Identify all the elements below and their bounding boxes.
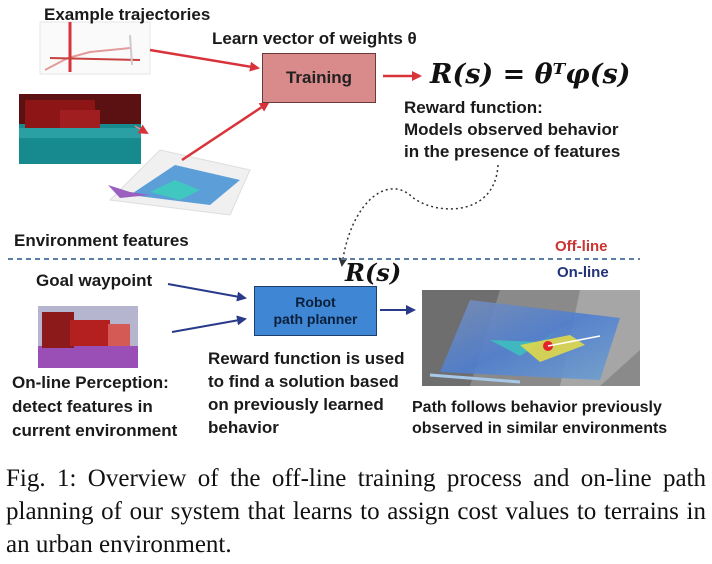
offline-label: Off-line (555, 238, 608, 255)
online-perception-image (38, 306, 138, 368)
arrow-goal-to-planner (167, 283, 247, 302)
path-follows-line1: Path follows behavior previously (412, 399, 662, 416)
reward-equation: R(s) = θᵀφ(s) (430, 59, 631, 90)
planner-label-line1: Robot (295, 294, 336, 310)
reward-transfer-arrow (338, 164, 499, 267)
figure-caption: Fig. 1: Overview of the off-line trainin… (6, 465, 706, 558)
goal-waypoint-label: Goal waypoint (36, 271, 153, 290)
trajectory-sketch (39, 21, 151, 75)
online-label: On-line (557, 264, 609, 281)
path-follows-line2: observed in similar environments (412, 420, 668, 437)
online-perception-line2: detect features in (12, 397, 153, 416)
environment-features-label: Environment features (14, 231, 189, 250)
arrow-features-to-training (181, 101, 270, 162)
training-box-label: Training (285, 68, 353, 87)
reward-used-line3: on previously learned (208, 395, 384, 414)
path-result-image (422, 290, 640, 386)
online-perception-line1: On-line Perception: (12, 373, 169, 392)
arrow-perception-to-planner (171, 315, 247, 333)
arrow-env-small (134, 124, 149, 135)
reward-used-line1: Reward function is used (208, 349, 405, 368)
learn-weights-label: Learn vector of weights θ (212, 29, 417, 48)
reward-function-desc-line1: Models observed behavior (404, 120, 619, 139)
reward-function-desc-line2: in the presence of features (404, 142, 621, 161)
environment-features-image (19, 94, 251, 216)
example-trajectories-label: Example trajectories (44, 5, 211, 24)
planner-label-line2: path planner (273, 311, 358, 327)
training-box: Training (262, 53, 376, 103)
reward-used-line4: behavior (208, 418, 279, 437)
reward-function-title: Reward function: (404, 98, 543, 117)
robot-path-planner-box: Robot path planner (254, 286, 377, 336)
reward-used-line2: to find a solution based (208, 372, 399, 391)
online-perception-line3: current environment (12, 421, 178, 440)
reward-symbol: R(s) (345, 258, 402, 287)
arrow-trajectories-to-training (149, 48, 260, 72)
